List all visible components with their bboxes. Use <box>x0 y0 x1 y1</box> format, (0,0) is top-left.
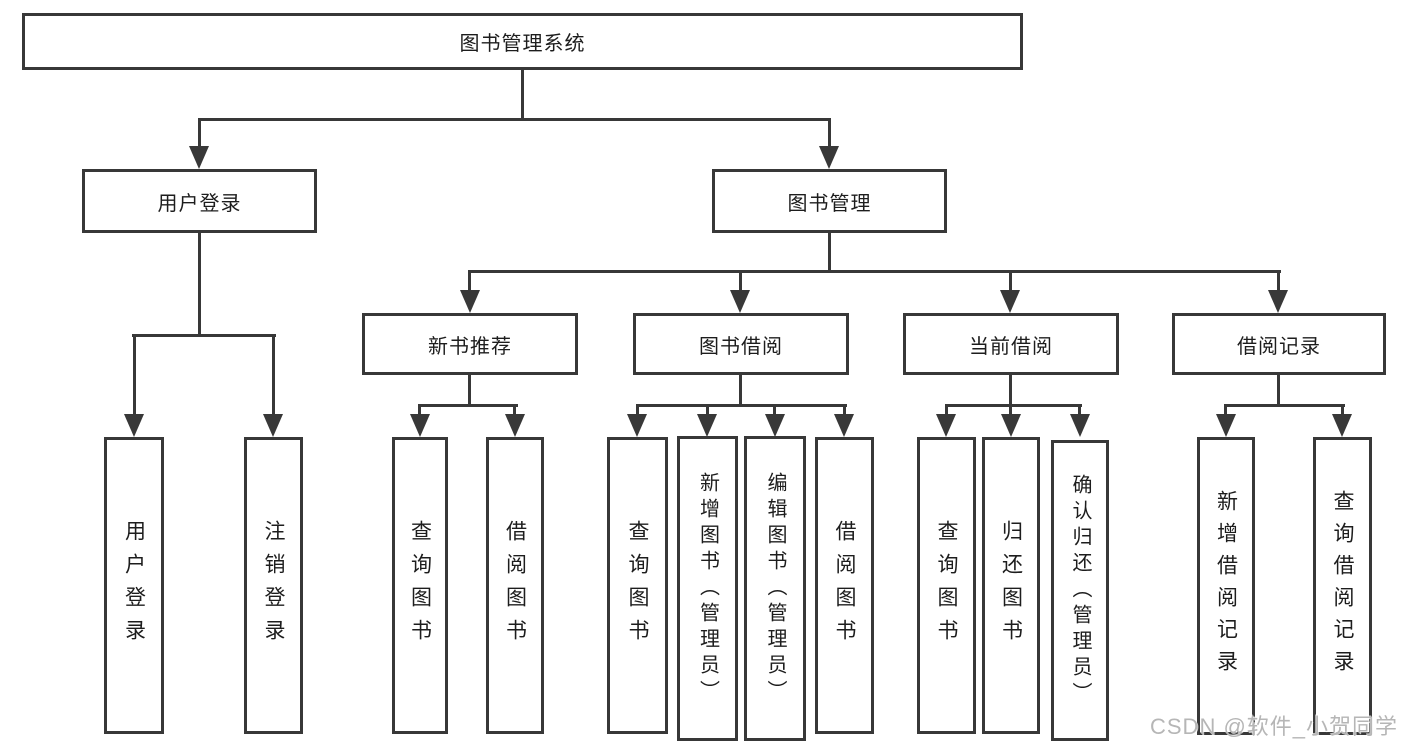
leaf-logout-label: 注销登录 <box>262 519 285 652</box>
leaf-add-borrow-record-label: 新增借阅记录 <box>1214 490 1238 682</box>
connector-line <box>739 270 742 294</box>
connector-line <box>773 404 776 418</box>
connector-line <box>468 270 471 294</box>
leaf-query-books-label: 查询图书 <box>626 519 649 652</box>
connector-line <box>739 375 742 407</box>
connector-line <box>468 270 1281 273</box>
arrow-down-icon <box>730 290 750 313</box>
leaf-add-borrow-record: 新增借阅记录 <box>1197 437 1255 735</box>
connector-line <box>1078 404 1081 418</box>
node-current-borrow: 当前借阅 <box>903 313 1119 375</box>
arrow-down-icon <box>936 414 956 437</box>
leaf-query-books: 查询图书 <box>607 437 668 734</box>
leaf-return-books: 归还图书 <box>982 437 1040 734</box>
arrow-down-icon <box>697 414 717 437</box>
leaf-query-books: 查询图书 <box>392 437 448 734</box>
leaf-confirm-return-admin-label: 确认归还（管理员） <box>1069 473 1091 708</box>
connector-line <box>133 334 136 417</box>
arrow-down-icon <box>505 414 525 437</box>
arrow-down-icon <box>1070 414 1090 437</box>
connector-line <box>198 232 201 336</box>
csdn-watermark: CSDN @软件_小贺同学 <box>1150 714 1399 739</box>
arrow-down-icon <box>1216 414 1236 437</box>
connector-line <box>706 404 709 418</box>
leaf-user-login-label: 用户登录 <box>122 519 146 652</box>
connector-line <box>828 233 831 273</box>
node-book-borrow: 图书借阅 <box>633 313 849 375</box>
node-borrow-record-label: 借阅记录 <box>1237 335 1321 358</box>
node-current-borrow-label: 当前借阅 <box>969 335 1053 358</box>
connector-line <box>132 334 276 337</box>
leaf-query-borrow-record: 查询借阅记录 <box>1313 437 1372 735</box>
leaf-borrow-books-label: 借阅图书 <box>503 519 527 652</box>
connector-line <box>1009 270 1012 294</box>
leaf-borrow-books: 借阅图书 <box>486 437 544 734</box>
node-user-login: 用户登录 <box>82 169 317 233</box>
connector-line <box>272 334 275 417</box>
connector-line <box>636 404 847 407</box>
arrow-down-icon <box>1268 290 1288 313</box>
connector-line <box>1009 375 1012 407</box>
leaf-add-books-admin: 新增图书（管理员） <box>677 436 738 741</box>
connector-line <box>198 118 831 121</box>
connector-line <box>198 118 201 150</box>
connector-line <box>828 118 831 150</box>
arrow-down-icon <box>819 146 839 169</box>
connector-line <box>945 404 1082 407</box>
leaf-edit-books-admin-label: 编辑图书（管理员） <box>764 471 786 706</box>
connector-line <box>1224 404 1227 418</box>
leaf-query-books-label: 查询图书 <box>408 519 432 652</box>
arrow-down-icon <box>263 414 283 437</box>
leaf-borrow-books: 借阅图书 <box>815 437 874 734</box>
arrow-down-icon <box>627 414 647 437</box>
connector-line <box>468 375 471 407</box>
leaf-edit-books-admin: 编辑图书（管理员） <box>744 436 806 741</box>
node-root-label: 图书管理系统 <box>459 33 586 55</box>
arrow-down-icon <box>460 290 480 313</box>
leaf-query-books: 查询图书 <box>917 437 976 734</box>
arrow-down-icon <box>1001 414 1021 437</box>
connector-line <box>418 404 421 418</box>
arrow-down-icon <box>1000 290 1020 313</box>
connector-line <box>1009 404 1012 418</box>
leaf-add-books-admin-label: 新增图书（管理员） <box>696 471 719 706</box>
node-book-management: 图书管理 <box>712 169 947 233</box>
connector-line <box>513 404 516 418</box>
leaf-logout: 注销登录 <box>244 437 303 734</box>
arrow-down-icon <box>410 414 430 437</box>
node-user-login-label: 用户登录 <box>157 192 242 215</box>
node-borrow-record: 借阅记录 <box>1172 313 1386 375</box>
arrow-down-icon <box>189 146 209 169</box>
node-new-book-recommend-label: 新书推荐 <box>428 335 512 358</box>
arrow-down-icon <box>834 414 854 437</box>
connector-line <box>1277 375 1280 407</box>
leaf-query-books-label: 查询图书 <box>935 519 958 652</box>
connector-line <box>1224 404 1345 407</box>
node-book-management-label: 图书管理 <box>787 192 872 215</box>
leaf-query-borrow-record-label: 查询借阅记录 <box>1331 490 1354 682</box>
connector-line <box>636 404 639 418</box>
leaf-borrow-books-label: 借阅图书 <box>833 519 856 652</box>
arrow-down-icon <box>1332 414 1352 437</box>
node-new-book-recommend: 新书推荐 <box>362 313 578 375</box>
connector-line <box>418 404 518 407</box>
connector-line <box>521 69 524 121</box>
leaf-return-books-label: 归还图书 <box>999 519 1023 652</box>
connector-line <box>1341 404 1344 418</box>
leaf-user-login: 用户登录 <box>104 437 164 734</box>
leaf-confirm-return-admin: 确认归还（管理员） <box>1051 440 1109 741</box>
connector-line <box>945 404 948 418</box>
connector-line <box>1277 270 1280 294</box>
arrow-down-icon <box>765 414 785 437</box>
connector-line <box>843 404 846 418</box>
node-book-borrow-label: 图书借阅 <box>699 335 783 358</box>
node-root-system: 图书管理系统 <box>22 13 1023 70</box>
arrow-down-icon <box>124 414 144 437</box>
